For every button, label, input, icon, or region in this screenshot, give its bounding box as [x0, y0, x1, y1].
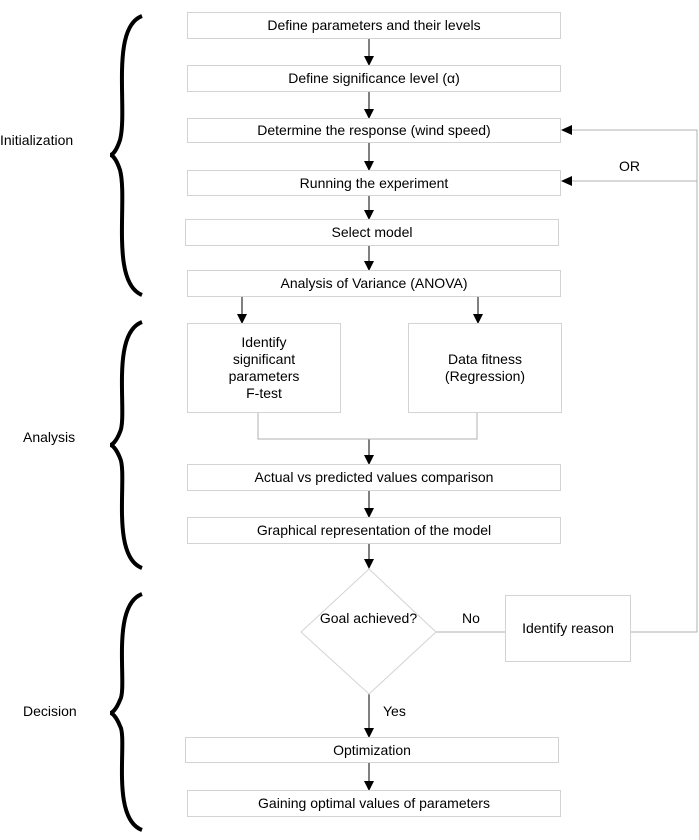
step-graphical-representation: Graphical representation of the model	[187, 517, 561, 544]
brace-decision	[109, 592, 143, 832]
step-graphical-representation-text: Graphical representation of the model	[256, 522, 492, 538]
step-data-fitness: Data fitness (Regression)	[408, 323, 562, 413]
brace-analysis	[109, 320, 143, 570]
edge-label-or: OR	[619, 158, 640, 174]
step-anova-text: Analysis of Variance (ANOVA)	[280, 275, 468, 291]
step-select-model-text: Select model	[331, 224, 413, 240]
brace-initialization	[109, 14, 143, 297]
step-determine-response-text: Determine the response (wind speed)	[257, 122, 491, 138]
feedback-loop-line	[562, 129, 698, 633]
step-define-significance-text: Define significance level (α)	[288, 70, 460, 86]
step-optimization: Optimization	[185, 737, 559, 763]
phase-label-initialization: Initialization	[0, 132, 74, 148]
step-define-significance: Define significance level (α)	[187, 65, 561, 92]
arrowhead-to-experiment	[561, 176, 572, 186]
step-running-experiment-text: Running the experiment	[299, 174, 449, 191]
step-gaining-optimal: Gaining optimal values of parameters	[187, 790, 561, 817]
step-gaining-optimal-text: Gaining optimal values of parameters	[258, 795, 490, 811]
connectors	[257, 129, 698, 633]
edge-label-no: No	[462, 610, 480, 626]
phase-label-decision: Decision	[23, 703, 77, 719]
edge-label-yes: Yes	[383, 703, 406, 719]
goal-achieved-text: Goal achieved?	[319, 610, 418, 626]
step-identify-significant-text: Identify significant parameters F-test	[228, 334, 300, 401]
step-anova: Analysis of Variance (ANOVA)	[187, 270, 561, 297]
phase-label-analysis: Analysis	[23, 429, 76, 445]
step-identify-significant: Identify significant parameters F-test	[187, 323, 341, 413]
merge-connector	[257, 412, 478, 440]
step-select-model: Select model	[185, 219, 559, 246]
feedback-arrowheads	[561, 125, 572, 186]
step-define-parameters: Define parameters and their levels	[187, 12, 561, 39]
step-identify-reason-text: Identify reason	[522, 620, 614, 636]
step-define-parameters-text: Define parameters and their levels	[267, 17, 481, 33]
step-data-fitness-text: Data fitness (Regression)	[444, 351, 526, 384]
goal-achieved-diamond	[300, 568, 437, 695]
step-running-experiment: Running the experiment	[187, 170, 561, 196]
arrowhead-to-response	[561, 125, 572, 135]
flow-arrows	[237, 38, 483, 791]
step-identify-reason: Identify reason	[505, 595, 631, 662]
step-determine-response: Determine the response (wind speed)	[187, 118, 561, 143]
step-actual-vs-predicted-text: Actual vs predicted values comparison	[254, 469, 494, 485]
step-actual-vs-predicted: Actual vs predicted values comparison	[187, 464, 561, 491]
step-optimization-text: Optimization	[333, 741, 411, 758]
